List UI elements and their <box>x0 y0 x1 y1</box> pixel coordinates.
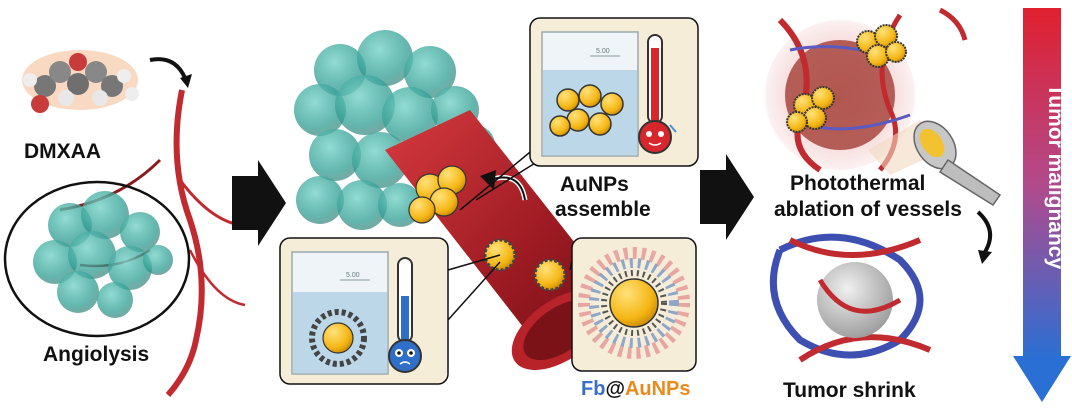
arrowhead-icon <box>480 170 496 190</box>
dmxaa-curved-arrow <box>149 57 187 79</box>
np-cluster-in-vessel <box>408 165 467 224</box>
dmxaa-molecule <box>22 50 139 113</box>
shrink-curved-arrow <box>976 210 993 254</box>
arrowhead-icon <box>180 74 192 88</box>
tumor-malignancy-arrow <box>1013 8 1071 402</box>
np-cluster-tumor-b <box>856 24 907 68</box>
aunps-label-part: AuNPs <box>625 378 691 400</box>
thermometer-cold-icon <box>388 257 422 373</box>
photothermal-label-line1: Photothermal <box>790 172 925 195</box>
fb-aunps-label: Fb@AuNPs <box>581 378 691 400</box>
dmxaa-label: DMXAA <box>24 140 101 163</box>
tumor-malignancy-label: Tumor malignancy <box>1044 84 1067 269</box>
laser-probe-icon <box>868 120 1002 207</box>
arrowhead-icon <box>978 250 992 264</box>
tumor-outline-ellipse <box>3 180 191 338</box>
process-arrow-2 <box>700 154 754 240</box>
np-cluster-tumor-a <box>786 86 835 133</box>
aunps-assemble-label-line2: assemble <box>555 198 651 221</box>
aunps-assemble-label-line1: AuNPs <box>560 173 629 196</box>
tumor-shrink-label: Tumor shrink <box>783 379 916 402</box>
shrunk-tumor-with-vessels <box>769 233 932 363</box>
at-label-part: @ <box>605 378 625 400</box>
process-arrow-1 <box>232 160 286 246</box>
beaker-volume-mark: 5.00 <box>596 48 610 55</box>
tumor-cluster-left <box>33 191 173 318</box>
single-nps-in-vessel <box>483 238 567 292</box>
beaker-volume-mark: 5.00 <box>346 272 360 279</box>
angiolysis-label: Angiolysis <box>43 343 149 366</box>
fb-label-part: Fb <box>581 378 605 400</box>
photothermal-label-line2: ablation of vessels <box>774 198 962 221</box>
thermometer-hot-icon <box>638 34 677 154</box>
fb-aunps-panel <box>569 237 697 372</box>
